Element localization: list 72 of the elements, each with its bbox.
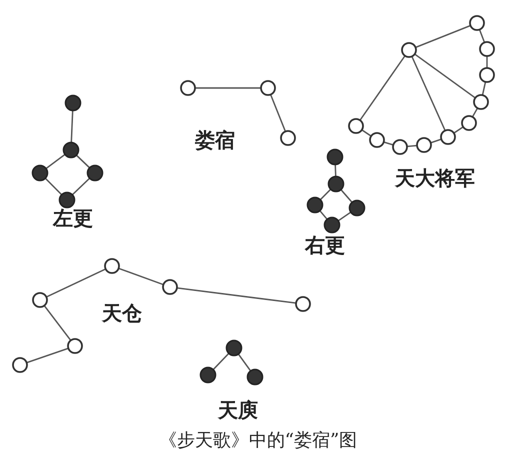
constellation-name: 天仓	[102, 302, 142, 324]
star-link-line	[238, 354, 252, 372]
filled-star-dot	[226, 340, 242, 356]
star-link-line	[76, 154, 90, 168]
star-link-line	[44, 178, 62, 196]
constellation-name: 右更	[305, 234, 345, 256]
constellation-name: 娄宿	[195, 129, 235, 151]
hollow-star-circle	[162, 279, 178, 295]
hollow-star-circle	[104, 258, 120, 274]
filled-star-dot	[86, 164, 104, 182]
hollow-star-circle	[67, 338, 83, 354]
star-link-line	[44, 305, 72, 341]
filled-star-dot	[306, 196, 324, 214]
filled-star-dot	[348, 200, 366, 216]
star-link-line	[176, 287, 296, 304]
hollow-star-circle	[369, 132, 385, 148]
filled-star-dot	[62, 142, 80, 158]
hollow-star-circle	[440, 129, 456, 145]
star-link-line	[453, 126, 464, 134]
star-link-line	[320, 188, 332, 200]
star-link-line	[340, 189, 353, 203]
hollow-star-circle	[32, 292, 48, 308]
star-link-line	[482, 82, 486, 96]
star-link-line	[338, 212, 352, 222]
star-link-line	[359, 55, 406, 121]
star-link-line	[361, 129, 372, 137]
hollow-star-circle	[416, 137, 432, 153]
hollow-star-circle	[260, 80, 276, 96]
hollow-star-circle	[12, 357, 28, 373]
star-link-line	[486, 56, 488, 68]
filled-star-dot	[58, 192, 76, 208]
star-link-line	[46, 268, 106, 298]
hollow-star-circle	[348, 118, 364, 134]
hollow-star-circle	[479, 41, 495, 57]
filled-star-dot	[246, 368, 264, 386]
hollow-star-circle	[461, 115, 477, 131]
star-link-line	[334, 164, 336, 177]
filled-star-dot	[324, 216, 340, 234]
star-link-line	[430, 138, 442, 144]
hollow-star-circle	[401, 42, 417, 58]
star-link-line	[118, 268, 164, 286]
star-link-line	[195, 87, 261, 89]
filled-star-dot	[64, 94, 82, 112]
hollow-star-circle	[295, 296, 311, 312]
hollow-star-circle	[392, 139, 408, 155]
star-link-line	[319, 210, 328, 220]
star-link-line	[26, 348, 69, 364]
hollow-star-circle	[473, 94, 489, 110]
figure-caption: 《步天歌》中的“娄宿”图	[158, 431, 358, 451]
filled-star-dot	[328, 176, 344, 192]
star-link-line	[472, 108, 478, 118]
hollow-star-circle	[469, 15, 485, 31]
star-link-line	[46, 154, 66, 170]
star-link-line	[72, 178, 90, 196]
hollow-star-circle	[479, 67, 495, 83]
hollow-star-circle	[180, 80, 196, 96]
star-link-line	[384, 141, 394, 146]
star-link-line	[415, 24, 471, 48]
star-link-line	[270, 94, 286, 132]
constellation-name: 天庾	[218, 399, 258, 421]
constellation-name: 天大将军	[395, 167, 475, 189]
constellation-name: 左更	[53, 207, 93, 229]
star-link-line	[70, 110, 74, 143]
filled-star-dot	[32, 164, 48, 182]
star-link-line	[478, 29, 486, 43]
star-link-line	[414, 54, 476, 98]
hollow-star-circle	[280, 130, 296, 146]
star-link-line	[406, 144, 418, 148]
star-link-line	[212, 352, 230, 370]
filled-star-dot	[326, 148, 344, 166]
filled-star-dot	[200, 366, 216, 384]
star-link-line	[411, 56, 446, 131]
